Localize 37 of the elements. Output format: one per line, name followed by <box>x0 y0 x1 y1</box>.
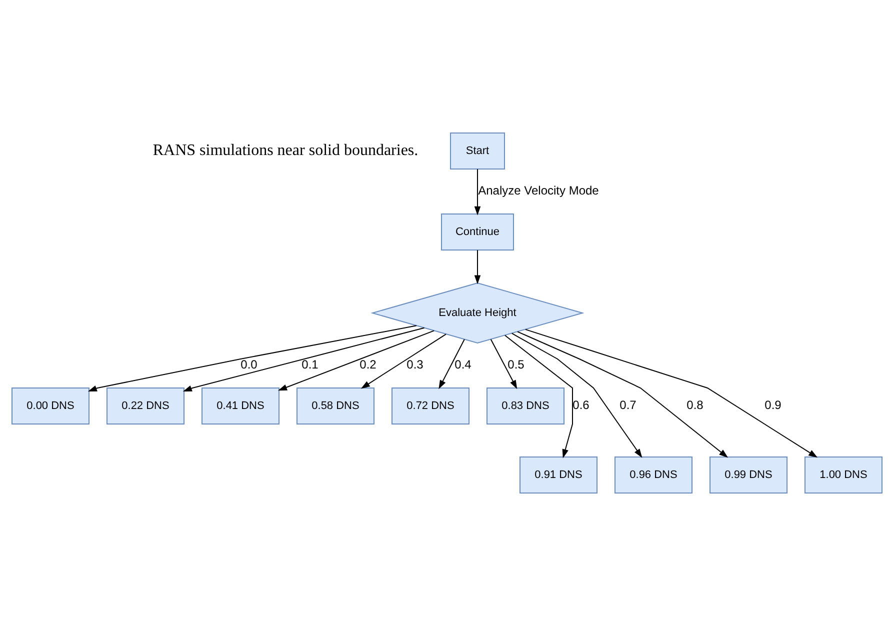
arrow <box>517 330 728 458</box>
node-box: Start <box>450 132 505 169</box>
node-box: 0.83 DNS <box>486 387 564 424</box>
label: RANS simulations near solid boundaries. <box>152 141 418 158</box>
arrow <box>278 330 435 390</box>
edge-label: 0.9 <box>764 398 782 412</box>
edge-label: 0.3 <box>406 357 424 372</box>
arrow <box>511 332 642 458</box>
edge-label: 0.5 <box>508 357 524 372</box>
node-box: 0.41 DNS <box>202 387 280 424</box>
node-box: 1.00 DNS <box>804 456 882 493</box>
arrow <box>182 326 425 391</box>
edge-label: 0.1 <box>302 357 318 372</box>
arrow <box>438 338 465 389</box>
node-box: 0.96 DNS <box>614 456 692 493</box>
edge-label: Analyze Velocity Mode <box>478 183 599 198</box>
arrow <box>88 324 417 391</box>
arrow <box>490 338 518 389</box>
arrow <box>474 168 481 215</box>
edge-label: 0.0 <box>240 357 258 372</box>
edge-label: 0.7 <box>620 398 636 412</box>
arrow <box>504 334 573 458</box>
edge-label: 0.4 <box>454 357 472 372</box>
node-box: 0.91 DNS <box>520 456 598 493</box>
arrow <box>524 328 818 458</box>
node-diamond: Evaluate Height <box>370 282 584 344</box>
arrow <box>474 249 481 284</box>
node-box: 0.00 DNS <box>12 387 90 424</box>
node-box: 0.99 DNS <box>710 456 788 493</box>
arrow <box>360 333 446 388</box>
edge-label: 0.8 <box>686 398 704 412</box>
node-box: 0.22 DNS <box>106 387 184 424</box>
node-box: 0.72 DNS <box>392 387 470 424</box>
node-box: 0.58 DNS <box>296 387 374 424</box>
node-box: Continue <box>441 213 514 250</box>
edge-label: 0.6 <box>572 398 590 412</box>
edge-label: 0.2 <box>360 357 376 372</box>
